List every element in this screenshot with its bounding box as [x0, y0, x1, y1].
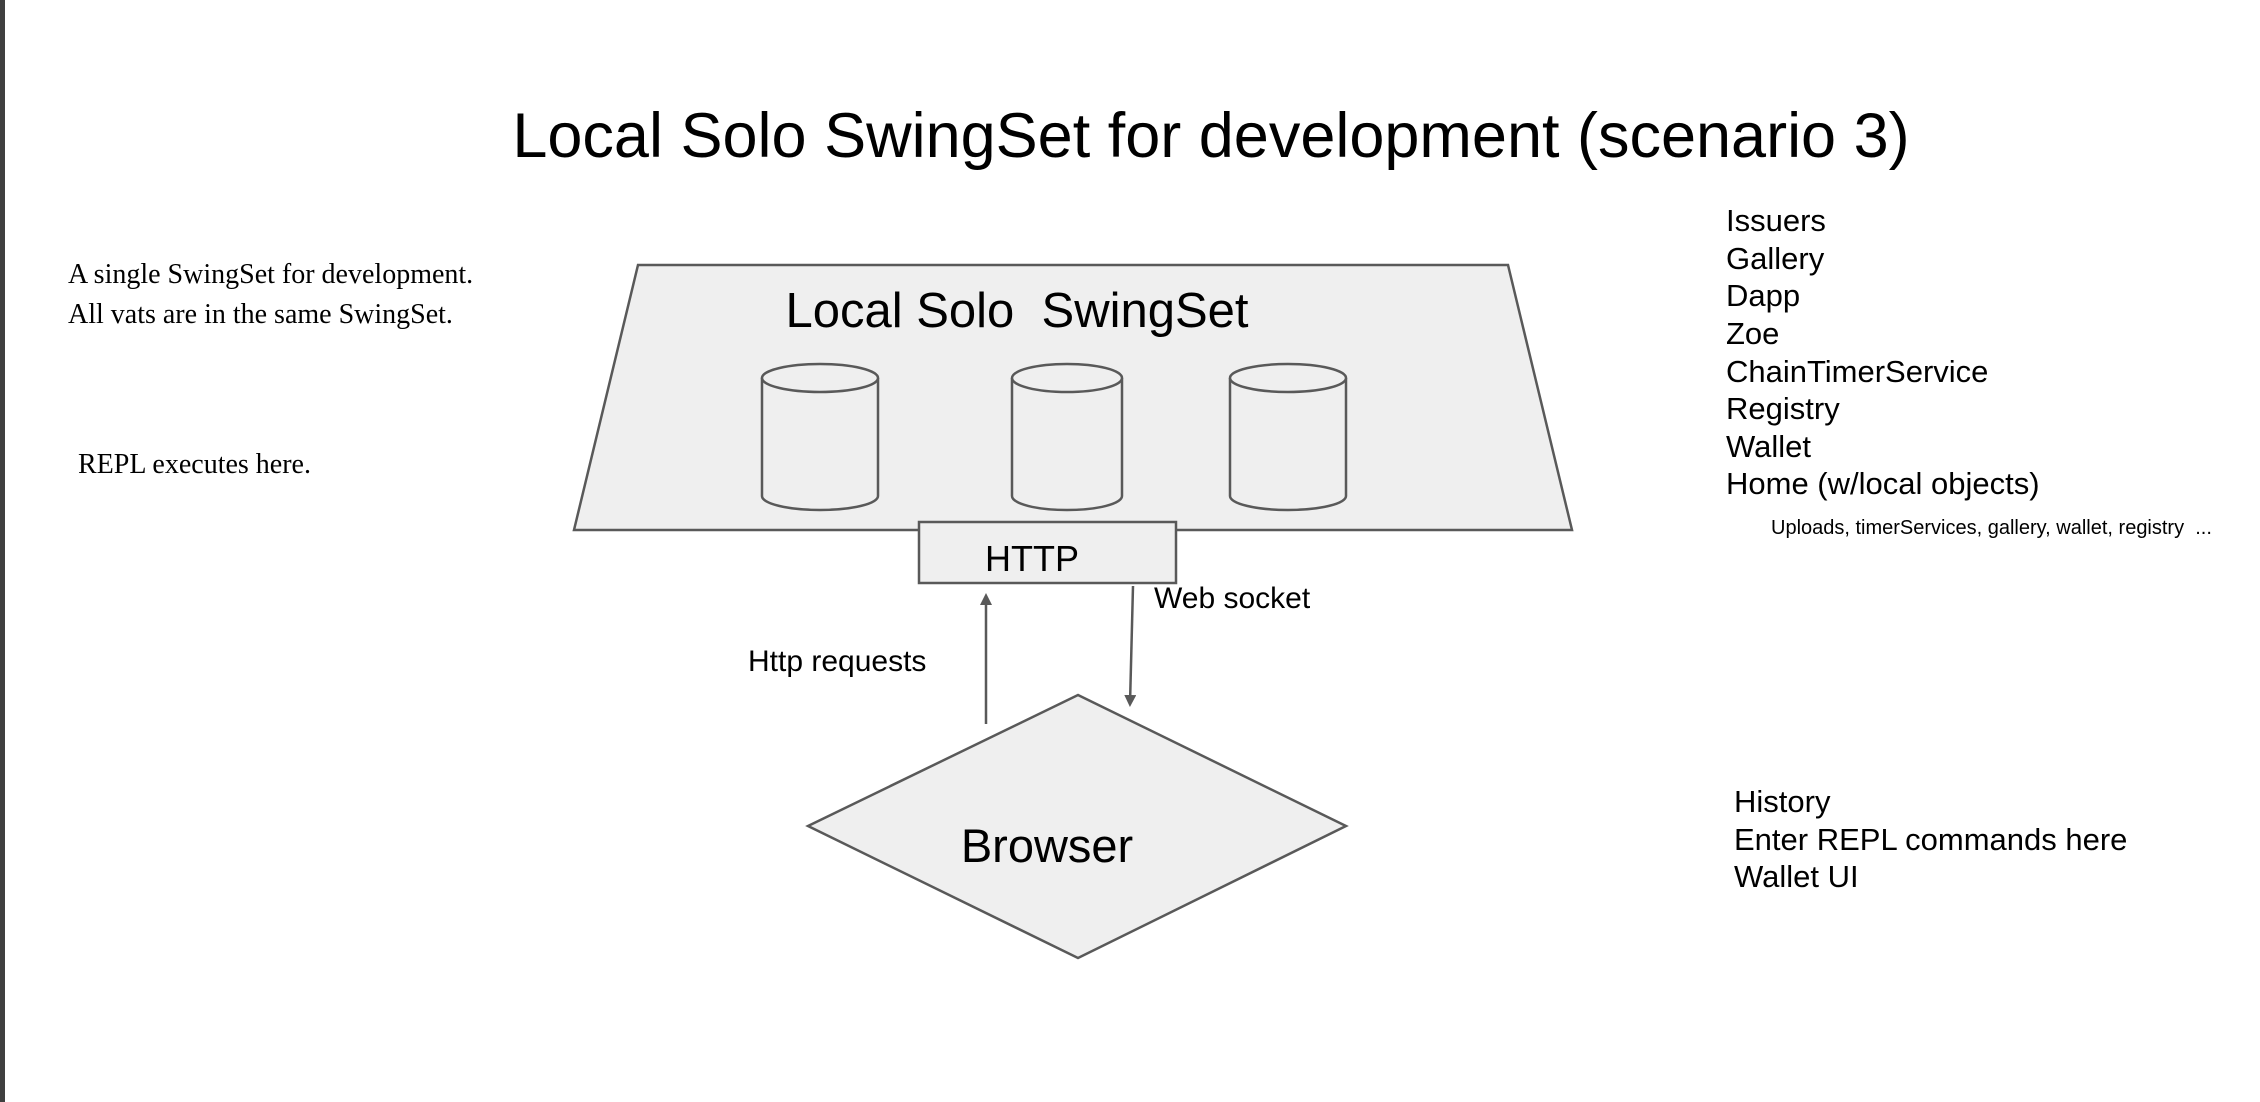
description-note: A single SwingSet for development. All v… [68, 259, 473, 330]
web-socket-arrow [1124, 585, 1137, 707]
object-item-gallery: Gallery [1726, 241, 1825, 276]
vat-cylinder-3 [1228, 362, 1348, 512]
web-socket-label: Web socket [1154, 582, 1311, 615]
object-item-issuers: Issuers [1726, 203, 1826, 238]
swingset-objects-list: Issuers Gallery Dapp Zoe ChainTimerServi… [1726, 203, 2212, 539]
browser-node: Browser [805, 693, 1349, 960]
left-edge-border [0, 0, 5, 1102]
object-item-registry: Registry [1726, 391, 1840, 426]
object-item-chaintimerservice: ChainTimerService [1726, 354, 1988, 389]
http-requests-label: Http requests [748, 645, 926, 678]
browser-features-list: History Enter REPL commands here Wallet … [1734, 784, 2127, 894]
feature-item-history: History [1734, 784, 1831, 819]
object-item-wallet: Wallet [1726, 429, 1811, 464]
vat-cylinder-2 [1010, 362, 1124, 512]
repl-note: REPL executes here. [78, 449, 311, 480]
description-line-1: A single SwingSet for development. [68, 259, 473, 290]
swingset-node: Local Solo SwingSet [572, 263, 1574, 532]
swingset-label: Local Solo SwingSet [785, 284, 1248, 338]
diagram-title: Local Solo SwingSet for development (sce… [512, 101, 1909, 171]
feature-item-wallet-ui: Wallet UI [1734, 859, 1859, 894]
object-item-zoe: Zoe [1726, 316, 1779, 351]
http-box [917, 520, 1178, 585]
browser-shape [805, 693, 1349, 960]
description-line-2: All vats are in the same SwingSet. [68, 299, 453, 330]
http-node: HTTP [917, 520, 1178, 585]
vat-cylinder-1 [760, 362, 880, 512]
feature-item-repl-commands: Enter REPL commands here [1734, 822, 2127, 857]
browser-label: Browser [961, 819, 1133, 872]
home-objects-sub-note: Uploads, timerServices, gallery, wallet,… [1771, 517, 2212, 539]
object-item-home: Home (w/local objects) [1726, 466, 2040, 501]
object-item-dapp: Dapp [1726, 278, 1800, 313]
http-label: HTTP [985, 538, 1079, 579]
